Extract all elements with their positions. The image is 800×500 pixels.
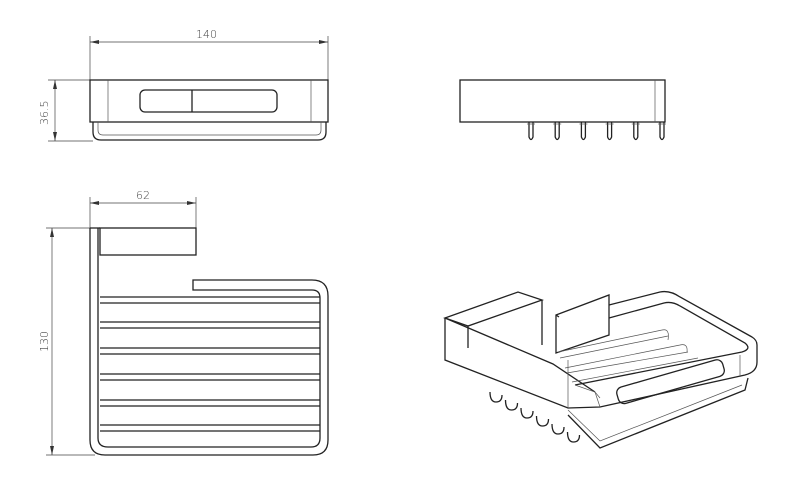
pin <box>580 122 587 141</box>
front-view: 140 36.5 <box>38 28 329 142</box>
hook <box>566 431 581 443</box>
hook <box>535 415 550 427</box>
top-view: 62 130 <box>38 189 329 456</box>
hook <box>520 407 534 419</box>
front-slot <box>139 89 278 113</box>
side-view <box>459 79 666 141</box>
width-dimension-label: 140 <box>196 28 217 41</box>
pin <box>606 122 613 141</box>
pin <box>659 122 665 141</box>
iso-front-slot <box>616 359 725 405</box>
length-dimension-label: 130 <box>38 331 51 352</box>
isometric-view <box>443 290 758 449</box>
height-dimension-label: 36.5 <box>38 101 51 126</box>
pin <box>528 122 534 141</box>
hook <box>504 399 519 411</box>
pin <box>554 122 560 141</box>
hook <box>551 423 565 435</box>
hook <box>489 391 503 403</box>
pin <box>633 122 639 141</box>
depth-dimension-label: 62 <box>136 189 150 202</box>
